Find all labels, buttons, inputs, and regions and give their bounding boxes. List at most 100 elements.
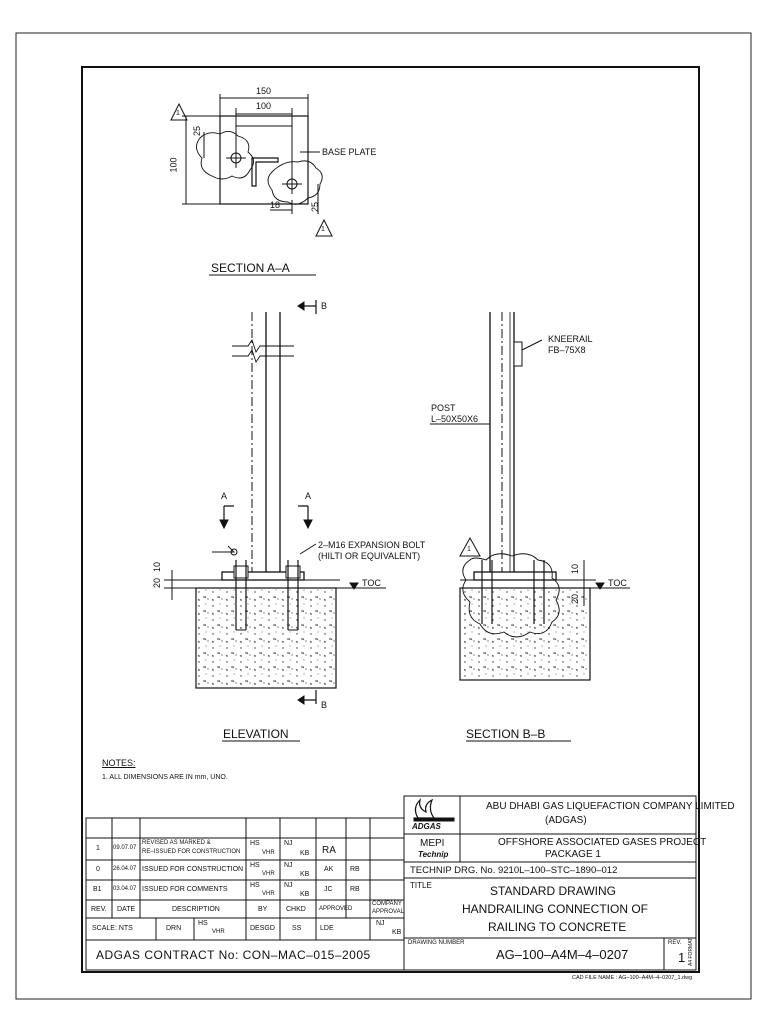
rev-row-1-desc1: REVISED AS MARKED & bbox=[142, 840, 211, 846]
rev-row-0-by2: VHR bbox=[262, 871, 275, 877]
rev-header-by: BY bbox=[258, 906, 268, 913]
post-label-1: POST bbox=[431, 403, 456, 413]
technip-logo: Technip bbox=[418, 850, 449, 859]
rev-header-comp2: APPROVAL bbox=[372, 909, 404, 915]
rev-row-b1-chkd2: KB bbox=[300, 891, 310, 898]
scale-label: SCALE: NTS bbox=[92, 925, 133, 932]
cut-a-right: A bbox=[305, 491, 312, 501]
dim-10-bb: 10 bbox=[570, 563, 581, 575]
rev-row-b1-comp: RB bbox=[350, 886, 360, 893]
dim-150: 150 bbox=[256, 86, 272, 96]
rev-row-0-by: HS bbox=[250, 862, 260, 869]
rev-row-b1-by: HS bbox=[250, 882, 260, 889]
rev-row-1-chkd2: KB bbox=[300, 850, 310, 857]
toc-label-bb: TOC bbox=[608, 578, 627, 588]
title-line-3: RAILING TO CONCRETE bbox=[488, 920, 627, 934]
a4-format-label: A4 FORMAT bbox=[688, 937, 694, 966]
toc-label-elevation: TOC bbox=[362, 578, 381, 588]
bolt-label-2: (HILTI OR EQUIVALENT) bbox=[318, 551, 421, 561]
mepi-label: MEPI bbox=[420, 838, 445, 849]
rev-row-0-chkd2: KB bbox=[300, 871, 310, 878]
contract-number: ADGAS CONTRACT No: CON–MAC–015–2005 bbox=[96, 948, 371, 962]
lde-val1: NJ bbox=[376, 920, 385, 927]
section-aa-drawing bbox=[170, 94, 333, 237]
rev-row-1-by: HS bbox=[250, 840, 260, 847]
rev-label: REV. bbox=[668, 940, 682, 946]
rev-row-0-date: 26.04.07 bbox=[113, 866, 137, 872]
post-label-2: L–50X50X6 bbox=[431, 414, 479, 424]
rev-header-comp1: COMPANY bbox=[372, 901, 402, 907]
rev-row-0-rev: 0 bbox=[96, 866, 100, 873]
kneerail-label-1: KNEERAIL bbox=[548, 334, 593, 344]
bolt-label-1: 2–M16 EXPANSION BOLT bbox=[318, 540, 426, 550]
rev-header-rev: REV. bbox=[91, 906, 107, 913]
company-line-1: ABU DHABI GAS LIQUEFACTION COMPANY LIMIT… bbox=[486, 801, 735, 812]
technip-drg-number: TECHNIP DRG. No. 9210L–100–STC–1890–012 bbox=[410, 865, 618, 876]
rev-header-chkd: CHKD bbox=[286, 906, 306, 913]
cut-b-bottom: B bbox=[321, 700, 328, 710]
base-plate-label: BASE PLATE bbox=[322, 147, 377, 157]
rev-row-1-chkd: NJ bbox=[284, 840, 293, 847]
lde-label: LDE bbox=[320, 925, 334, 932]
rev-tag-aa-1: 1 bbox=[176, 110, 180, 117]
drn-label: DRN bbox=[166, 925, 182, 932]
rev-row-b1-desc: ISSUED FOR COMMENTS bbox=[142, 886, 228, 893]
dim-20-bb: 20 bbox=[570, 593, 581, 605]
dim-18: 18 bbox=[270, 200, 281, 210]
drawing-frame bbox=[81, 66, 700, 973]
sheet-border bbox=[15, 32, 752, 1000]
kneerail-label-2: FB–75X8 bbox=[548, 345, 586, 355]
adgas-logo-text: ADGAS bbox=[412, 822, 441, 831]
rev-header-desc: DESCRIPTION bbox=[172, 906, 220, 913]
cut-b-top: B bbox=[321, 301, 328, 311]
title-line-1: STANDARD DRAWING bbox=[490, 884, 616, 898]
company-line-2: (ADGAS) bbox=[545, 815, 587, 826]
rev-tag-bb: 1 bbox=[467, 546, 471, 553]
drn-val2: VHR bbox=[212, 929, 225, 935]
elevation-drawing bbox=[164, 300, 386, 705]
title-label: TITLE bbox=[410, 881, 432, 890]
rev-tag-aa-2: 1 bbox=[321, 226, 325, 233]
rev-row-1-rev: 1 bbox=[96, 845, 100, 852]
rev-row-b1-rev: B1 bbox=[93, 886, 102, 893]
lde-val2: KB bbox=[392, 929, 402, 936]
rev-row-b1-chkd: NJ bbox=[284, 882, 293, 889]
rev-row-1-by2: VHR bbox=[262, 850, 275, 856]
title-block-lines bbox=[85, 795, 697, 971]
title-line-2: HANDRAILING CONNECTION OF bbox=[462, 902, 649, 916]
drawing-number: AG–100–A4M–4–0207 bbox=[496, 947, 629, 962]
desgd-label: DESGD bbox=[250, 925, 275, 932]
rev-header-date: DATE bbox=[117, 906, 136, 913]
section-aa-title: SECTION A–A bbox=[211, 261, 290, 275]
rev-row-b1-appr: JC bbox=[324, 886, 333, 893]
rev-header-appr: APPROVED bbox=[319, 906, 353, 912]
dim-25-bottom: 25 bbox=[310, 201, 321, 213]
note-1: 1. ALL DIMENSIONS ARE IN mm, UNO. bbox=[102, 774, 228, 781]
desgd-val: SS bbox=[292, 925, 302, 932]
rev-row-0-chkd: NJ bbox=[284, 862, 293, 869]
section-bb-title: SECTION B–B bbox=[466, 727, 546, 741]
rev-row-b1-by2: VHR bbox=[262, 891, 275, 897]
adgas-logo-icon bbox=[413, 798, 455, 822]
drawing-number-label: DRAWING NUMBER bbox=[408, 940, 465, 946]
rev-row-1-date: 09.07.07 bbox=[113, 845, 137, 851]
rev-row-0-desc: ISSUED FOR CONSTRUCTION bbox=[142, 866, 244, 873]
project-line-2: PACKAGE 1 bbox=[545, 849, 601, 860]
dim-100-vertical: 100 bbox=[168, 157, 179, 173]
dim-10-elevation: 10 bbox=[152, 561, 163, 573]
rev-row-0-appr: AK bbox=[324, 866, 334, 873]
rev-row-0-comp: RB bbox=[350, 866, 360, 873]
project-line-1: OFFSHORE ASSOCIATED GASES PROJECT bbox=[498, 837, 707, 848]
rev-row-1-appr: RA bbox=[322, 845, 336, 856]
dim-25-top: 25 bbox=[192, 125, 203, 137]
cut-a-left: A bbox=[221, 491, 228, 501]
rev-row-b1-date: 03.04.07 bbox=[113, 886, 137, 892]
dim-20-elevation: 20 bbox=[152, 577, 163, 589]
rev-value: 1 bbox=[678, 950, 686, 965]
notes-heading: NOTES: bbox=[102, 758, 136, 768]
rev-row-1-desc2: RE–ISSUED FOR CONSTRUCTION bbox=[142, 849, 241, 855]
section-bb-drawing bbox=[430, 312, 630, 681]
dim-100: 100 bbox=[256, 101, 272, 111]
